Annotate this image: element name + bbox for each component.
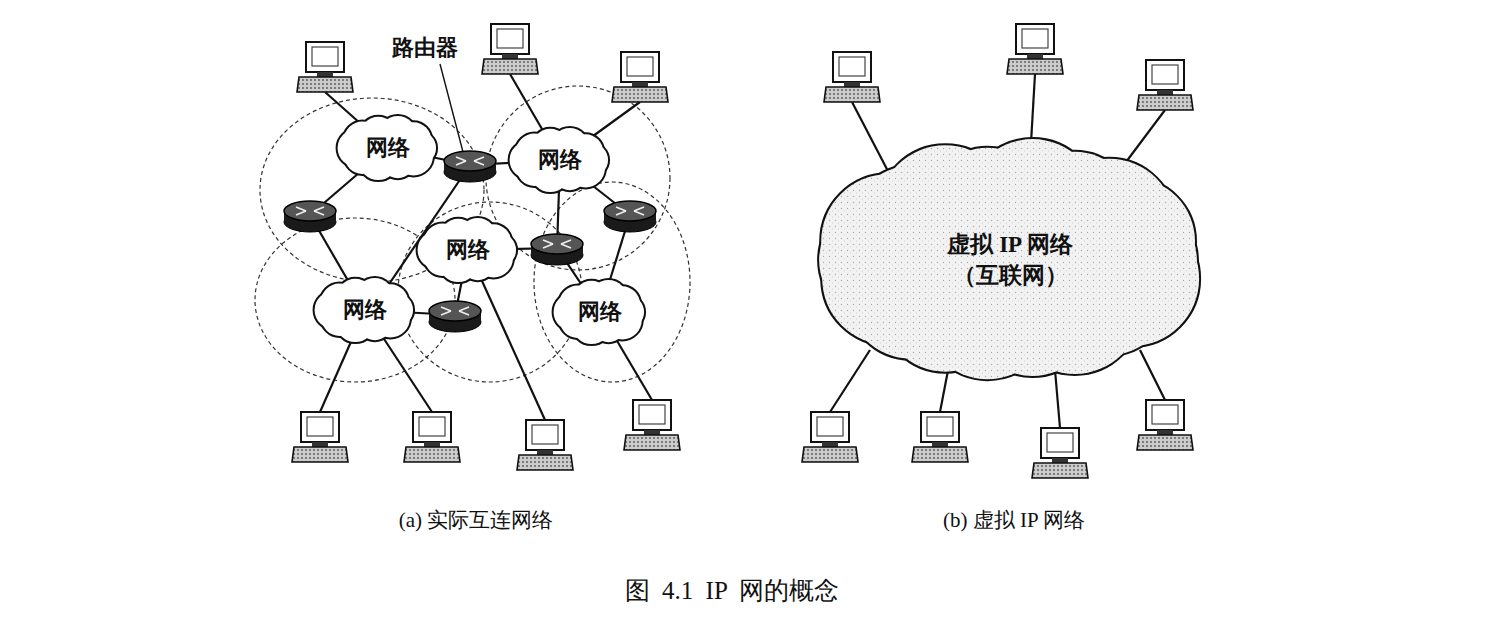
router-label: 路由器 bbox=[392, 33, 458, 63]
network-name: 网络 bbox=[578, 297, 622, 327]
network-boundary bbox=[255, 86, 690, 382]
network-name: 网络 bbox=[446, 235, 490, 265]
router-icon bbox=[429, 301, 481, 332]
computer-icon bbox=[292, 412, 348, 462]
computer-icon bbox=[1032, 428, 1088, 478]
cloud-outline bbox=[810, 135, 1210, 385]
computer-icon bbox=[624, 400, 680, 450]
computer-icon bbox=[482, 24, 538, 74]
link-wire bbox=[1055, 370, 1060, 428]
network-name: 网络 bbox=[343, 295, 387, 325]
computer-icon bbox=[824, 52, 880, 102]
computer-icon bbox=[912, 412, 968, 462]
network-cloud: 网络 bbox=[311, 274, 419, 346]
computer-icon bbox=[802, 412, 858, 462]
leader-line bbox=[440, 64, 463, 152]
computer-icon bbox=[297, 42, 353, 92]
router-icon bbox=[444, 151, 496, 182]
network-cloud: 网络 bbox=[550, 276, 650, 348]
computer-icon bbox=[404, 412, 460, 462]
link-wire bbox=[852, 102, 890, 175]
router-icon bbox=[531, 234, 583, 265]
network-name: 虚拟 IP 网络 （互联网） bbox=[935, 229, 1085, 291]
figure-caption: 图 4.1 IP 网的概念 bbox=[625, 574, 839, 607]
subfigure-caption: (b) 虚拟 IP 网络 bbox=[943, 506, 1085, 534]
link-wire bbox=[830, 350, 870, 412]
computer-icon bbox=[1137, 60, 1193, 110]
network-name: 网络 bbox=[538, 145, 582, 175]
subfigure-caption: (a) 实际互连网络 bbox=[399, 506, 554, 534]
computer-icon bbox=[517, 420, 573, 470]
router-icon bbox=[284, 201, 336, 232]
network-name: 网络 bbox=[366, 133, 410, 163]
computer-icon bbox=[612, 52, 668, 102]
computer-icon bbox=[1007, 24, 1063, 74]
computer-icon bbox=[1137, 400, 1193, 450]
network-cloud: 网络 bbox=[414, 214, 522, 286]
link-wire bbox=[1140, 350, 1165, 400]
router-icon bbox=[604, 201, 656, 232]
internet-cloud: 虚拟 IP 网络 （互联网） bbox=[810, 135, 1210, 385]
network-cloud: 网络 bbox=[334, 112, 442, 184]
network-cloud: 网络 bbox=[506, 124, 614, 196]
